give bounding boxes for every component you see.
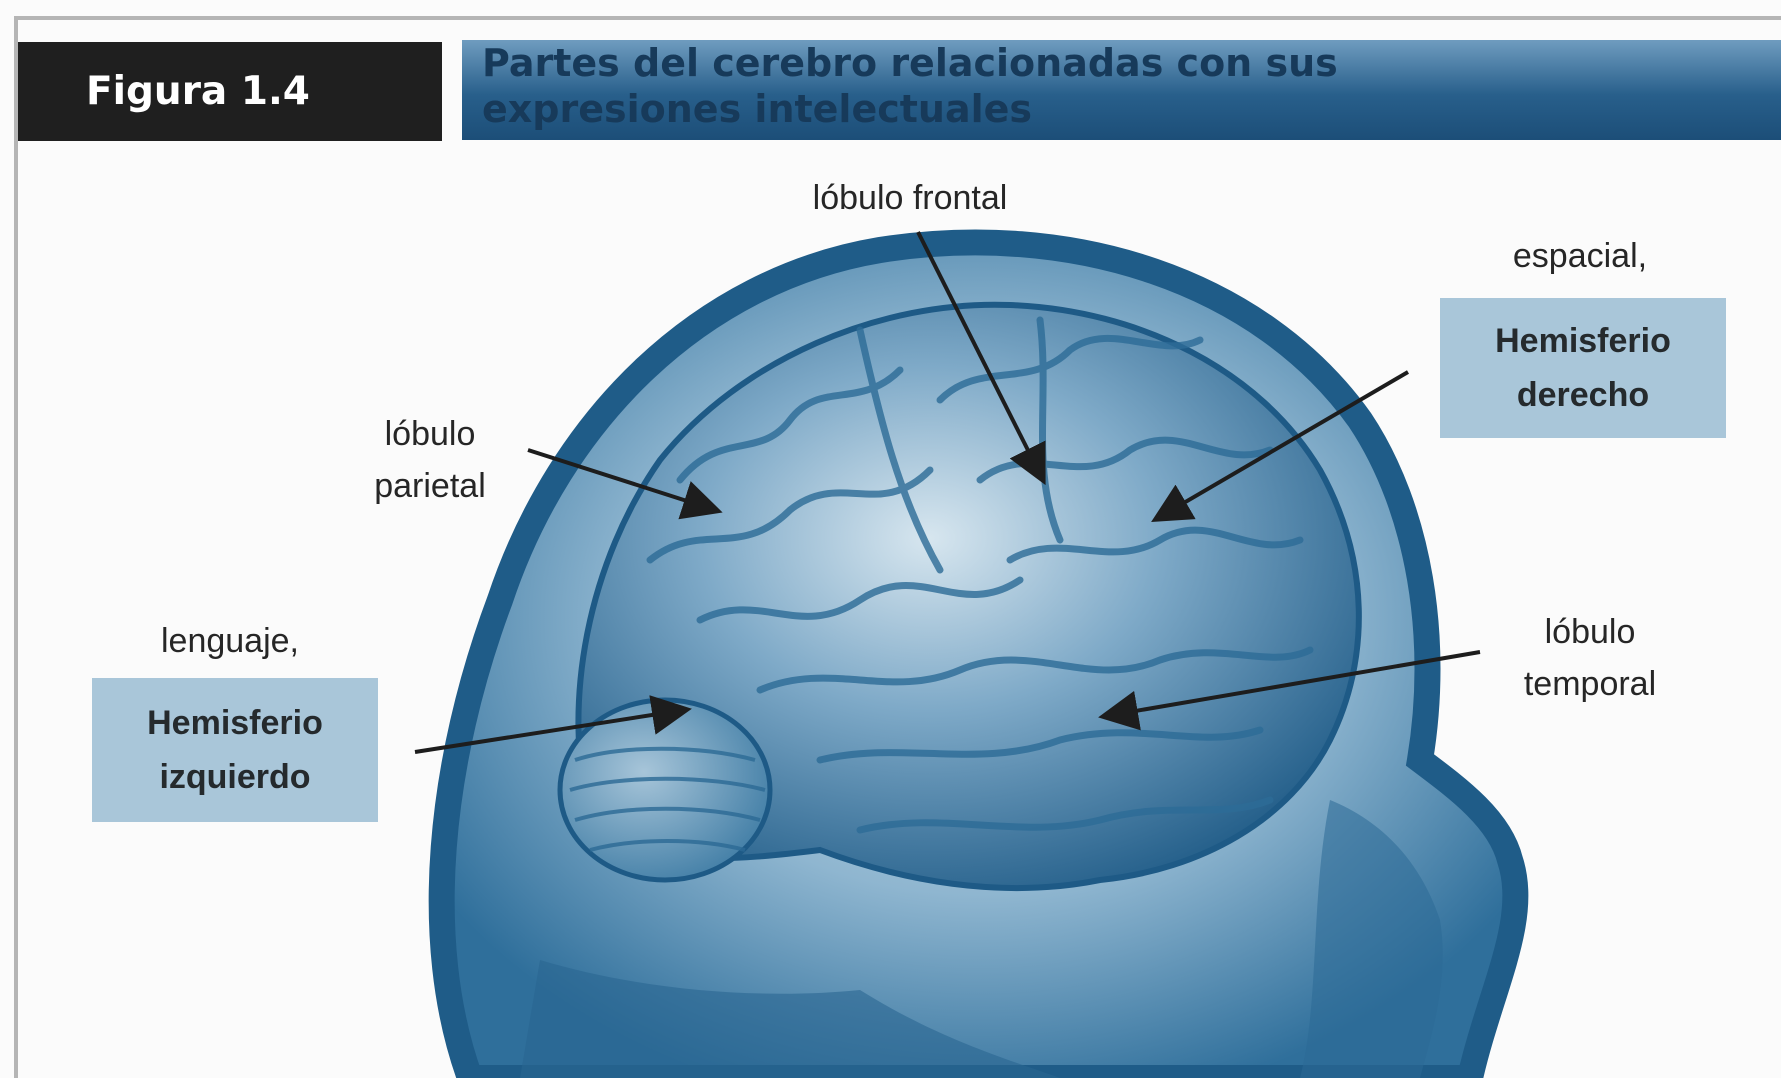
- frontal-lobe-label: lóbulo frontal: [760, 172, 1060, 224]
- left-function-label: lenguaje,: [130, 615, 330, 667]
- left-hemisphere-box: Hemisferio izquierdo: [92, 678, 378, 822]
- parietal-lobe-label: lóbulo parietal: [340, 408, 520, 512]
- right-function-label: espacial,: [1480, 230, 1680, 282]
- cerebellum: [560, 700, 770, 880]
- temporal-lobe-label: lóbulo temporal: [1490, 606, 1690, 710]
- right-hemisphere-box: Hemisferio derecho: [1440, 298, 1726, 438]
